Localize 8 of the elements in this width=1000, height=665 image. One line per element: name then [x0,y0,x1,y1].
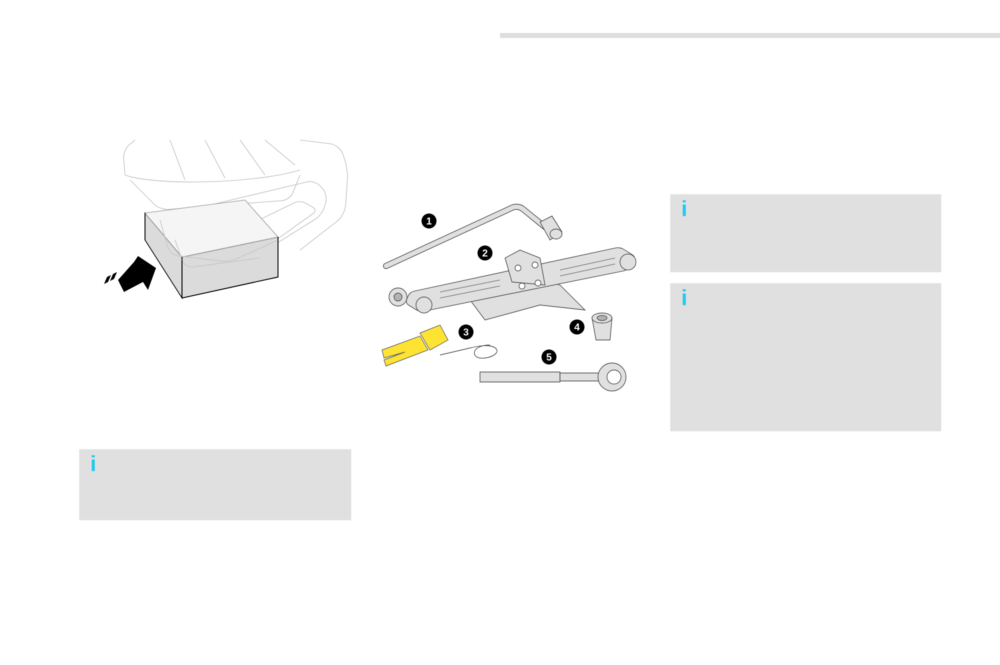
info-box: i [670,194,942,272]
info-box: i [79,449,352,520]
callout-number: 5 [542,350,556,364]
callout-number: 2 [478,246,492,260]
callout-number: 4 [570,320,584,334]
callout-number: 3 [458,324,474,340]
info-box: i [670,283,942,432]
callout-number: 1 [422,214,436,228]
